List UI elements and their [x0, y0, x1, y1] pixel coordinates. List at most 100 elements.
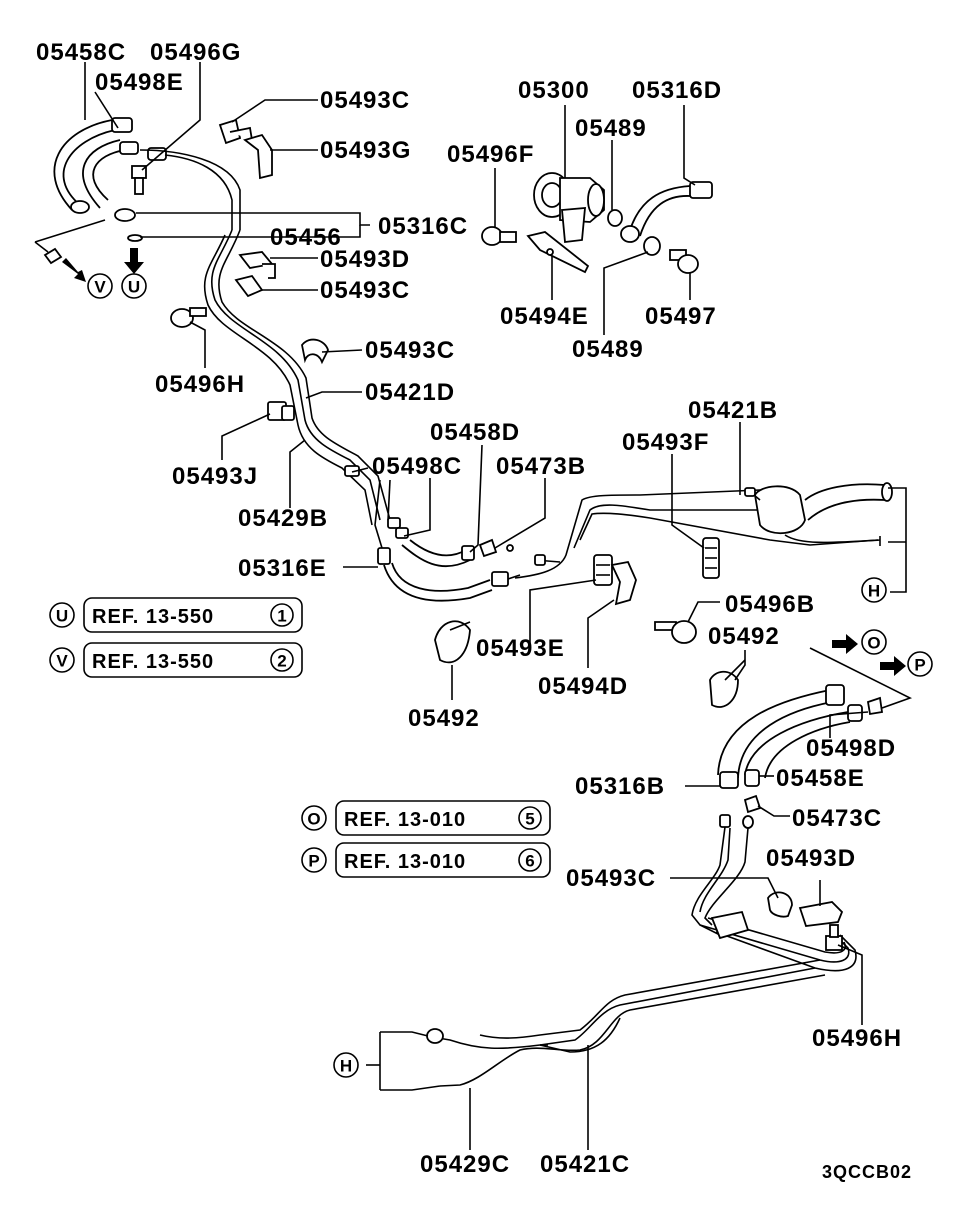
label-05493D-1: 05493D	[320, 246, 410, 273]
marker-u-text: U	[128, 278, 140, 297]
bolt-05497	[669, 249, 699, 274]
label-05492-1: 05492	[408, 705, 480, 732]
label-05493C-4: 05493C	[566, 865, 656, 892]
part-labels: 05458C 05496G 05498E 05493C 05493G 05316…	[36, 39, 902, 1178]
label-05489-1: 05489	[575, 115, 647, 142]
clamp-05493C-lower	[301, 338, 329, 365]
marker-p-right: P	[907, 651, 933, 677]
label-05496H-1: 05496H	[155, 371, 245, 398]
label-05316C: 05316C	[378, 213, 468, 240]
ref-o-num: 5	[525, 810, 534, 829]
ref-o-marker: O	[307, 810, 320, 829]
marker-p-text: P	[914, 656, 925, 675]
ref-u-text: REF. 13-550	[92, 606, 214, 628]
label-05493E: 05493E	[476, 635, 565, 662]
marker-v-text: V	[94, 278, 106, 297]
clamp-05493C-rear	[767, 891, 793, 918]
clamp-05493C-top	[218, 118, 253, 145]
bracket-05494E	[526, 231, 590, 274]
label-05421D: 05421D	[365, 379, 455, 406]
clamp-05493F	[702, 537, 720, 579]
label-05496G: 05496G	[150, 39, 241, 66]
label-05497: 05497	[645, 303, 717, 330]
arrow-to-p-icon	[880, 656, 906, 676]
label-05473C: 05473C	[792, 805, 882, 832]
ref-v-text: REF. 13-550	[92, 651, 214, 673]
label-05498E: 05498E	[95, 69, 184, 96]
label-05421C: 05421C	[540, 1151, 630, 1178]
diagram-code: 3QCCB02	[822, 1162, 912, 1182]
label-05494E: 05494E	[500, 303, 589, 330]
label-05458D: 05458D	[430, 419, 520, 446]
bracket-05494D	[610, 560, 637, 606]
ref-o-text: REF. 13-010	[344, 809, 466, 831]
ref-p-marker: P	[308, 852, 319, 871]
label-05498D: 05498D	[806, 735, 896, 762]
label-05493F: 05493F	[622, 429, 709, 456]
label-05498C: 05498C	[372, 453, 462, 480]
label-05421B: 05421B	[688, 397, 778, 424]
bolt-05496G	[131, 165, 147, 195]
marker-h-text-right: H	[868, 582, 880, 601]
marker-o-right: O	[861, 629, 887, 655]
band-05492-right	[709, 659, 746, 708]
clamp-05493J	[267, 401, 295, 421]
ref-box-v[interactable]: V REF. 13-550 2	[49, 642, 303, 678]
bolt-05496F	[481, 226, 517, 246]
label-05496B: 05496B	[725, 591, 815, 618]
bolt-05496B	[654, 620, 697, 644]
washer-05489-bottom	[643, 236, 661, 256]
label-05492-2: 05492	[708, 623, 780, 650]
ref-u-num: 1	[277, 607, 286, 626]
label-05473B: 05473B	[496, 453, 586, 480]
ref-p-num: 6	[525, 852, 534, 871]
arrow-to-v-icon	[62, 258, 86, 282]
rear-hose-assembly	[426, 634, 913, 1087]
clamp-05493D-top	[238, 251, 276, 279]
ref-u-marker: U	[56, 607, 68, 626]
hose-05316D	[620, 181, 713, 243]
ref-p-text: REF. 13-010	[344, 851, 466, 873]
leader-lines	[84, 62, 907, 1150]
label-05429C: 05429C	[420, 1151, 510, 1178]
marker-o-text: O	[867, 634, 880, 653]
label-05300: 05300	[518, 77, 590, 104]
label-05493C-2: 05493C	[320, 277, 410, 304]
label-05493C-3: 05493C	[365, 337, 455, 364]
clamp-05493G	[243, 133, 273, 180]
marker-h-text-bottom: H	[340, 1057, 352, 1076]
bolt-05496H-top	[170, 307, 207, 328]
label-05494D: 05494D	[538, 673, 628, 700]
clamp-05493E	[593, 554, 613, 586]
label-05316E: 05316E	[238, 555, 327, 582]
marker-h-right: H	[861, 577, 887, 603]
label-05429B: 05429B	[238, 505, 328, 532]
ref-box-u[interactable]: U REF. 13-550 1	[49, 597, 303, 633]
label-05493D-2: 05493D	[766, 845, 856, 872]
marker-u-top: U	[121, 273, 147, 299]
valve-05300-assembly	[533, 172, 605, 244]
label-05496F: 05496F	[447, 141, 534, 168]
band-05492-left	[434, 620, 471, 664]
marker-h-bottom: H	[333, 1052, 359, 1078]
ref-v-marker: V	[56, 652, 68, 671]
label-05496H-2: 05496H	[812, 1025, 902, 1052]
label-05493C-1: 05493C	[320, 87, 410, 114]
label-05316B: 05316B	[575, 773, 665, 800]
middle-hose-assembly	[344, 465, 879, 602]
label-05489-2: 05489	[572, 336, 644, 363]
ref-box-p[interactable]: P REF. 13-010 6	[301, 842, 551, 878]
arrow-to-u-icon	[124, 248, 144, 274]
label-05456: 05456	[270, 224, 342, 251]
label-05458C: 05458C	[36, 39, 126, 66]
arrow-to-o-icon	[832, 634, 858, 654]
label-05493J: 05493J	[172, 463, 258, 490]
ref-box-o[interactable]: O REF. 13-010 5	[301, 800, 551, 836]
label-05493G: 05493G	[320, 137, 411, 164]
bolt-05496H-rear	[825, 924, 843, 951]
washer-05489-top	[607, 209, 623, 227]
label-05458E: 05458E	[776, 765, 865, 792]
canister-right	[744, 482, 893, 546]
clamp-05493D-rear	[798, 901, 844, 927]
